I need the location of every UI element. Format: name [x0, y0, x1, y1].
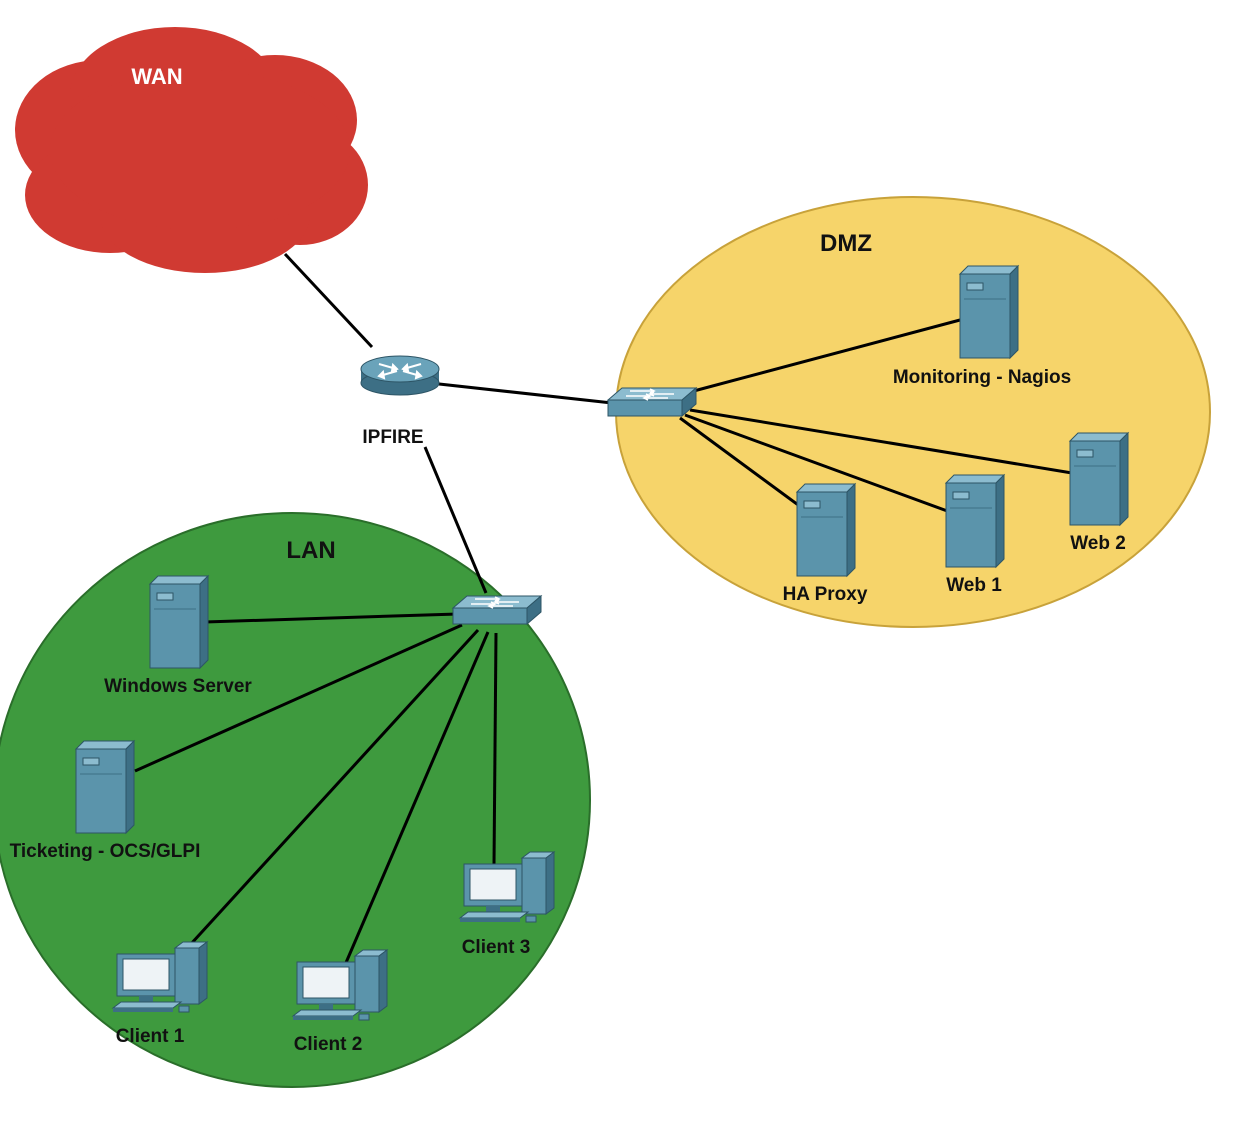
lan-zone: LAN	[0, 512, 591, 1088]
server-label: Windows Server	[104, 676, 252, 697]
router-ipfire[interactable]: IPFIRE	[360, 355, 440, 448]
link-router-lan-switch	[423, 446, 488, 594]
server-windows-server[interactable]: Windows Server	[104, 575, 252, 697]
switch-icon	[452, 595, 542, 625]
link-lan-windows-server	[204, 612, 459, 624]
link-lan-client1	[188, 628, 480, 947]
lan-switch[interactable]	[452, 595, 542, 625]
server-label: Web 1	[946, 575, 1002, 596]
server-label: Ticketing - OCS/GLPI	[10, 841, 201, 862]
server-icon	[149, 575, 209, 669]
dmz-label: DMZ	[820, 230, 872, 257]
wan-cloud: WAN	[15, 27, 368, 273]
server-ha-proxy[interactable]: HA Proxy	[783, 483, 868, 605]
server-label: Web 2	[1070, 533, 1126, 554]
link-dmz-web2	[689, 408, 1073, 475]
server-icon	[796, 483, 856, 577]
server-icon	[1069, 432, 1129, 526]
server-label: Monitoring - Nagios	[893, 367, 1071, 388]
wan-label: WAN	[131, 64, 182, 89]
server-icon	[959, 265, 1019, 359]
switch-icon	[607, 387, 697, 417]
server-icon	[945, 474, 1005, 568]
server-web2[interactable]: Web 2	[1069, 432, 1129, 554]
server-ticketing[interactable]: Ticketing - OCS/GLPI	[10, 740, 201, 862]
client-3[interactable]: Client 3	[459, 851, 555, 958]
lan-label: LAN	[286, 537, 335, 564]
link-wan-router	[283, 252, 374, 349]
link-dmz-monitoring	[689, 318, 961, 394]
server-monitoring-nagios[interactable]: Monitoring - Nagios	[893, 265, 1071, 388]
server-icon	[75, 740, 135, 834]
link-router-dmz-switch	[429, 381, 613, 405]
client-label: Client 3	[462, 937, 531, 958]
dmz-switch[interactable]	[607, 387, 697, 417]
router-icon	[360, 355, 440, 396]
router-label: IPFIRE	[362, 427, 423, 448]
link-lan-client2	[343, 631, 490, 966]
dmz-zone: DMZ	[615, 196, 1211, 628]
server-label: HA Proxy	[783, 584, 868, 605]
link-lan-client3	[492, 632, 498, 866]
link-dmz-haproxy	[679, 416, 806, 512]
client-label: Client 1	[116, 1026, 185, 1047]
link-dmz-web1	[684, 413, 951, 514]
links	[134, 252, 1073, 966]
client-2[interactable]: Client 2	[292, 949, 388, 1055]
link-lan-ticketing	[134, 623, 463, 773]
client-label: Client 2	[294, 1034, 363, 1055]
server-web1[interactable]: Web 1	[945, 474, 1005, 596]
client-1[interactable]: Client 1	[112, 941, 208, 1047]
